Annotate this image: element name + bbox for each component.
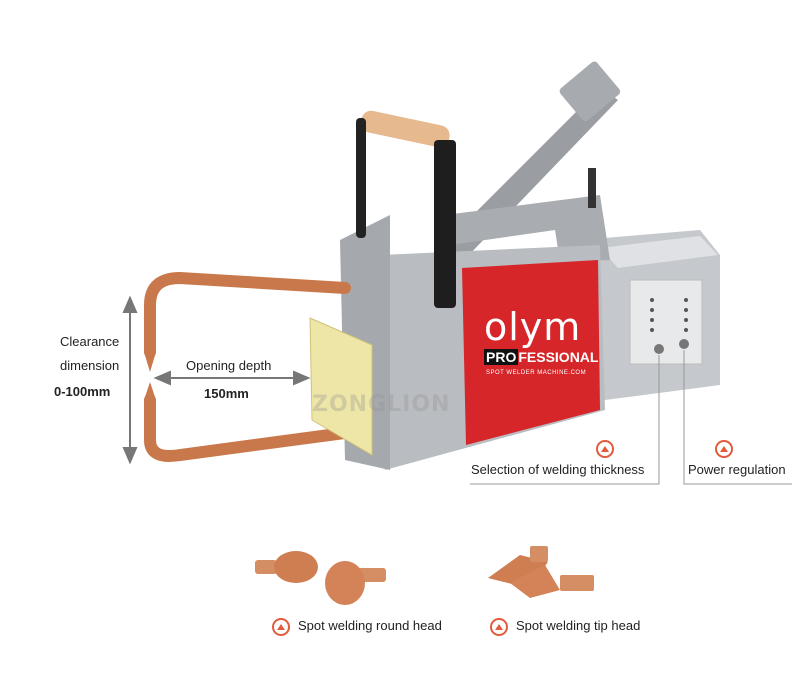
thickness-knob — [654, 344, 664, 354]
control-panel — [629, 279, 703, 365]
power-knob — [679, 339, 689, 349]
opening-depth-label: Opening depth — [186, 358, 272, 373]
clearance-label-line2: dimension — [60, 358, 120, 373]
power-marker-icon — [715, 440, 733, 458]
lever-handle-top — [559, 61, 621, 122]
clearance-label-line1: Clearance — [60, 334, 120, 349]
brand-line3: SPOT WELDER MACHINE.COM — [486, 370, 587, 376]
watermark: ZONGLION — [312, 392, 451, 417]
brand-logo: olym — [484, 305, 582, 349]
brand-line2-rest: FESSIONAL — [518, 349, 599, 365]
wooden-handle — [360, 110, 450, 148]
brand-line2-prefix: PRO — [484, 349, 519, 365]
safety-guard — [309, 317, 373, 456]
lower-electrode-arm — [144, 394, 358, 462]
power-label: Power regulation — [688, 462, 786, 477]
upper-electrode-arm — [144, 271, 351, 358]
clearance-range: 0-100mm — [54, 384, 111, 399]
round-head-label: Spot welding round head — [298, 618, 442, 633]
tip-head-label: Spot welding tip head — [516, 618, 641, 633]
thickness-label: Selection of welding thickness — [471, 462, 645, 477]
round-head-tips — [255, 551, 386, 605]
thickness-marker-icon — [596, 440, 614, 458]
pointed-head-tips — [488, 546, 594, 598]
front-red-panel — [462, 260, 600, 445]
handle-bracket — [445, 195, 610, 262]
round-head-marker-icon — [272, 618, 290, 636]
tip-head-marker-icon — [490, 618, 508, 636]
opening-depth-value: 150mm — [204, 386, 249, 401]
